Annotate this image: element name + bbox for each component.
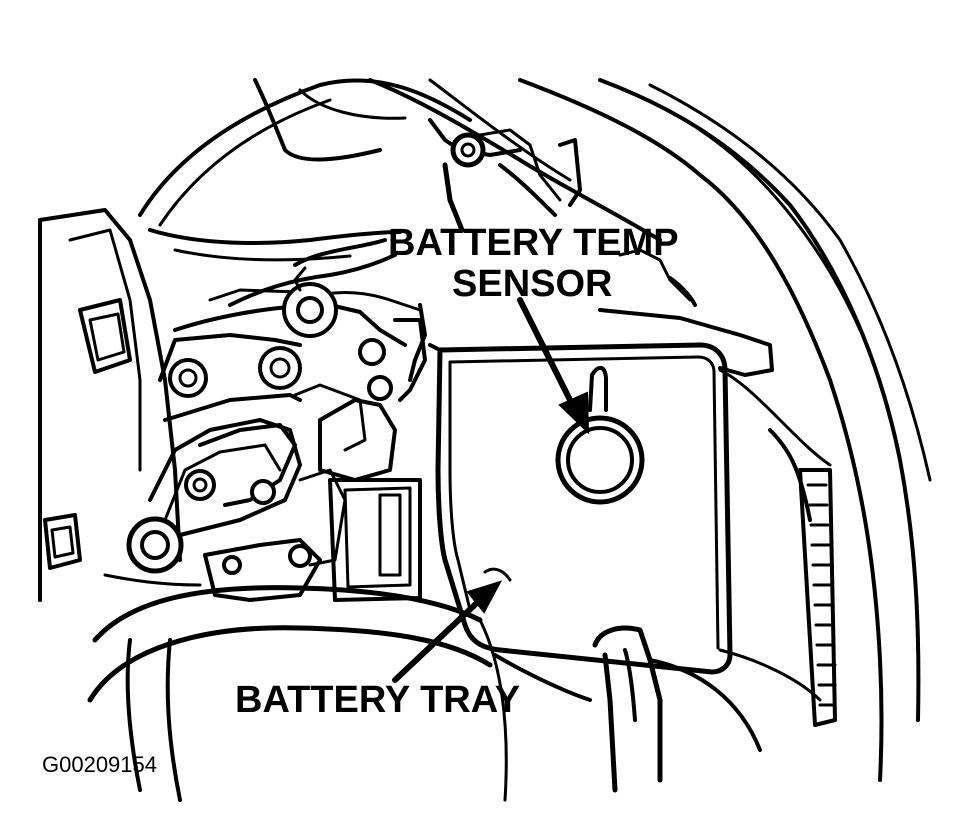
battery-tray-arrow [392, 580, 503, 683]
label-battery-temp-line2: SENSOR [452, 263, 612, 305]
battery-temp-sensor [555, 365, 645, 505]
bolt-lower-center [222, 544, 312, 575]
fender-and-body-lines [138, 78, 932, 782]
bolt-small-right [358, 338, 393, 401]
bolt-mid-left [184, 469, 216, 501]
label-battery-tray: BATTERY TRAY [235, 679, 520, 721]
figure-id: G00209154 [42, 752, 157, 777]
bolt-left-upper [168, 358, 208, 398]
bolt-center-upper [258, 346, 302, 390]
intake-hose [87, 585, 762, 802]
lower-hose [493, 625, 663, 793]
battery-tray [428, 342, 733, 675]
bolt-mid-right [250, 479, 276, 505]
wiring-harness [228, 118, 832, 467]
bracket-assembly [148, 288, 427, 602]
left-inner-fender [38, 208, 202, 602]
bolts [126, 282, 393, 575]
relay-block [318, 398, 397, 482]
right-edge-strip [718, 428, 837, 727]
bolt-upper-mid [282, 282, 338, 338]
bolt-lower-left [126, 516, 184, 574]
temp-sensor-arrow [517, 297, 590, 435]
label-battery-temp-line1: BATTERY TEMP [388, 222, 679, 264]
